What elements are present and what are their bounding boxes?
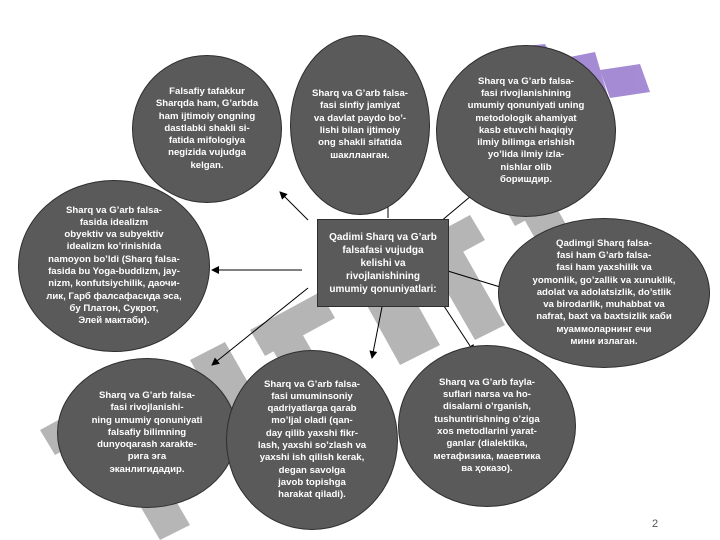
- bubble-bottom-right-text: Sharq va G’arb fayla- suflari narsa va h…: [433, 376, 541, 474]
- arrow-to-bottom-right: [441, 302, 475, 353]
- arrow-to-top-left: [279, 191, 309, 221]
- bubble-bottom-left: Sharq va G’arb falsa- fasi rivojlanishi-…: [57, 358, 237, 508]
- bubble-bottom-center-text: Sharq va G’arb falsa- fasi umuminsoniy q…: [257, 378, 367, 501]
- bubble-top-center: Sharq va G’arb falsa- fasi sinfiy jamiya…: [290, 35, 430, 215]
- arrow-to-bottom-center: [369, 306, 383, 359]
- bubble-bottom-center: Sharq va G’arb falsa- fasi umuminsoniy q…: [226, 350, 398, 530]
- arrow-to-bottom-left: [211, 287, 309, 366]
- bubble-right: Qadimgi Sharq falsa- fasi ham G’arb fals…: [498, 218, 710, 368]
- bubble-right-text: Qadimgi Sharq falsa- fasi ham G’arb fals…: [532, 237, 676, 347]
- page-number: 2: [652, 518, 659, 530]
- bubble-top-center-text: Sharq va G’arb falsa- fasi sinfiy jamiya…: [312, 88, 408, 161]
- bubble-top-left: Falsafiy tafakkur Sharqda ham, G’arbda h…: [132, 55, 282, 203]
- bubble-top-right-text: Sharq va G’arb falsa- fasi rivojlanishin…: [467, 75, 585, 185]
- bubble-bottom-left-text: Sharq va G’arb falsa- fasi rivojlanishi-…: [91, 390, 203, 475]
- bubble-left-text: Sharq va G’arb falsa- fasida idealizm ob…: [46, 204, 182, 327]
- bubble-top-right: Sharq va G’arb falsa- fasi rivojlanishin…: [436, 45, 616, 217]
- center-box: Qadimi Sharq va G’arb falsafasi vujudga …: [317, 219, 449, 307]
- bubble-left: Sharq va G’arb falsa- fasida idealizm ob…: [18, 180, 210, 352]
- bubble-top-left-text: Falsafiy tafakkur Sharqda ham, G’arbda h…: [155, 86, 259, 171]
- bubble-bottom-right: Sharq va G’arb fayla- suflari narsa va h…: [398, 345, 576, 507]
- center-box-text: Qadimi Sharq va G’arb falsafasi vujudga …: [329, 231, 437, 295]
